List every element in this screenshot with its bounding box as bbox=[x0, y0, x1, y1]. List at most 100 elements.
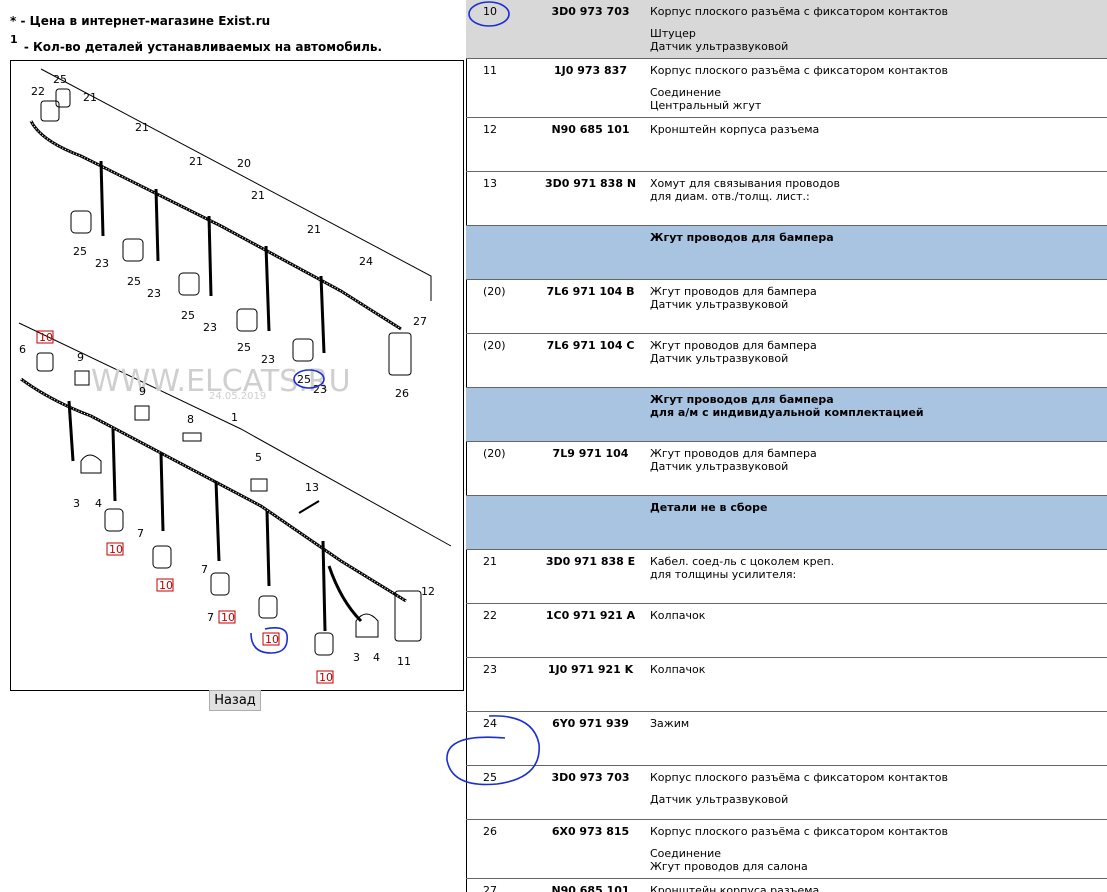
callout-label: 23 bbox=[95, 257, 109, 270]
row-part-number[interactable] bbox=[535, 387, 646, 442]
row-part-number[interactable]: 3D0 971 838 N bbox=[535, 171, 646, 226]
callout-badge: 10 bbox=[265, 633, 279, 646]
row-part-number[interactable]: 3D0 973 703 bbox=[535, 765, 646, 820]
callout-label: 13 bbox=[305, 481, 319, 494]
row-description-line: Датчик ультразвуковой bbox=[650, 298, 789, 311]
row-description-line bbox=[650, 77, 1103, 86]
connector-10-b bbox=[152, 545, 172, 569]
connector-25-top bbox=[55, 88, 71, 108]
clip-5 bbox=[250, 478, 268, 492]
row-part-number[interactable]: 1C0 971 921 A bbox=[535, 603, 646, 658]
holder-3-4-b bbox=[355, 613, 379, 638]
row-description: Детали не в сборе bbox=[646, 495, 1107, 550]
callout-label: 21 bbox=[189, 155, 203, 168]
upper-branch-4 bbox=[264, 245, 271, 332]
row-description: Колпачок bbox=[646, 603, 1107, 658]
row-part-number[interactable]: 7L6 971 104 B bbox=[535, 279, 646, 334]
row-part-number[interactable]: 1J0 973 837 bbox=[535, 58, 646, 118]
callout-label: 8 bbox=[187, 413, 194, 426]
row-description-line: Штуцер bbox=[650, 27, 696, 40]
callout-label: 24 bbox=[359, 255, 373, 268]
legend-star-mark: * bbox=[10, 14, 17, 28]
callout-badge-box bbox=[262, 632, 280, 646]
callout-label: 4 bbox=[373, 651, 380, 664]
lower-branch-4 bbox=[214, 480, 221, 562]
callout-label: 6 bbox=[19, 343, 26, 356]
row-description-line: Кронштейн корпуса разъема bbox=[650, 884, 820, 892]
callout-label: 1 bbox=[231, 411, 238, 424]
row-part-number[interactable]: 6X0 973 815 bbox=[535, 819, 646, 879]
callout-label: 22 bbox=[31, 85, 45, 98]
row-description-line: Датчик ультразвуковой bbox=[650, 40, 789, 53]
row-part-number[interactable] bbox=[535, 225, 646, 280]
legend-qty: 1 - Кол-во деталей устанавливаемых на ав… bbox=[10, 33, 382, 54]
callout-label: 7 bbox=[137, 527, 144, 540]
row-description: Кабел. соед-ль с цоколем креп.для толщин… bbox=[646, 549, 1107, 604]
row-part-number[interactable]: 3D0 971 838 E bbox=[535, 549, 646, 604]
callout-label: 11 bbox=[397, 655, 411, 668]
row-description-line: Соединение bbox=[650, 86, 722, 99]
callout-badge: 10 bbox=[109, 543, 123, 556]
row-description: Корпус плоского разъёма с фиксатором кон… bbox=[646, 58, 1107, 118]
connector-25-d bbox=[236, 308, 258, 332]
upper-plate-edge bbox=[40, 68, 432, 301]
legend-star-text: - Цена в интернет-магазине Exist.ru bbox=[16, 14, 271, 28]
row-part-number[interactable] bbox=[535, 495, 646, 550]
callout-label: 21 bbox=[307, 223, 321, 236]
row-description-line: Жгут проводов для бампера bbox=[650, 447, 817, 460]
callout-label: 25 bbox=[181, 309, 195, 322]
callout-label: 23 bbox=[203, 321, 217, 334]
row-description: Корпус плоского разъёма с фиксатором кон… bbox=[646, 819, 1107, 879]
connector-25-a bbox=[70, 210, 92, 234]
watermark-date: 24.05.2019 bbox=[209, 391, 266, 402]
upper-branch-3 bbox=[207, 215, 213, 297]
callout-label: 4 bbox=[95, 497, 102, 510]
row-description-line bbox=[650, 18, 1103, 27]
upper-harness-trunk bbox=[29, 120, 402, 331]
row-description-line: Жгут проводов для бампера bbox=[650, 285, 817, 298]
row-position: 12 bbox=[466, 117, 535, 172]
callout-label: 9 bbox=[77, 351, 84, 364]
row-description: Корпус плоского разъёма с фиксатором кон… bbox=[646, 765, 1107, 820]
row-part-number[interactable]: 7L9 971 104 bbox=[535, 441, 646, 496]
row-part-number[interactable]: N90 685 101 bbox=[535, 878, 646, 892]
group-header-row: Жгут проводов для бампера bbox=[466, 225, 1107, 280]
row-description-line bbox=[650, 838, 1103, 847]
row-description-line: Корпус плоского разъёма с фиксатором кон… bbox=[650, 64, 948, 77]
row-description-line: Жгут проводов для бампера bbox=[650, 393, 834, 406]
row-part-number[interactable]: 3D0 973 703 bbox=[535, 0, 646, 59]
callout-badge: 10 bbox=[159, 579, 173, 592]
row-part-number[interactable]: 1J0 971 921 K bbox=[535, 657, 646, 712]
callout-label: 20 bbox=[237, 157, 251, 170]
row-description-line: Соединение bbox=[650, 847, 722, 860]
callout-label: 21 bbox=[251, 189, 265, 202]
row-position: 24 bbox=[466, 711, 535, 766]
row-part-number[interactable]: 7L6 971 104 C bbox=[535, 333, 646, 388]
row-description-line: Корпус плоского разъёма с фиксатором кон… bbox=[650, 825, 948, 838]
callout-badge: 10 bbox=[221, 611, 235, 624]
tie-13 bbox=[298, 500, 320, 514]
row-description: Корпус плоского разъёма с фиксатором кон… bbox=[646, 0, 1107, 59]
row-part-number[interactable]: N90 685 101 bbox=[535, 117, 646, 172]
annotation-circle-10 bbox=[250, 627, 288, 654]
lower-branch-3 bbox=[159, 452, 165, 532]
callout-label: 25 bbox=[53, 73, 67, 86]
back-button[interactable]: Назад bbox=[209, 690, 261, 711]
callout-label: 23 bbox=[261, 353, 275, 366]
row-position: 10 bbox=[466, 0, 535, 59]
row-description: Колпачок bbox=[646, 657, 1107, 712]
row-description-line: для толщины усилителя: bbox=[650, 568, 797, 581]
callout-badge: 10 bbox=[39, 331, 53, 344]
row-part-number[interactable]: 6Y0 971 939 bbox=[535, 711, 646, 766]
connector-6 bbox=[36, 352, 54, 372]
